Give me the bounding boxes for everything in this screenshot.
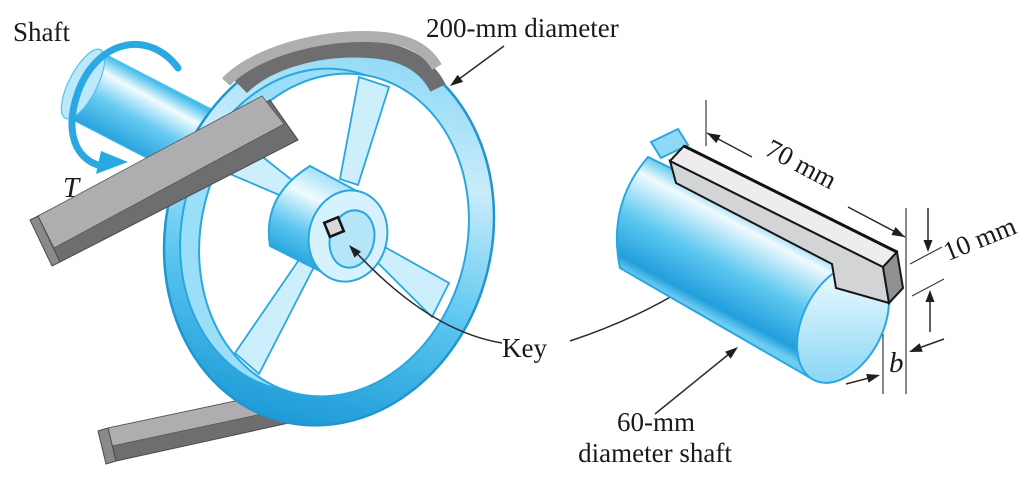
key-leader-left — [351, 247, 503, 344]
arrowhead-icon — [707, 133, 721, 144]
key-block — [668, 144, 905, 306]
belt-wrap-dark — [234, 40, 446, 94]
belt-wrap-light — [221, 31, 442, 86]
keyway-groove-wall — [649, 127, 690, 160]
dimension-10mm: 10 mm — [909, 208, 1020, 332]
pulley-diameter-arrow — [450, 45, 505, 86]
key-height-label: 10 mm — [939, 211, 1020, 267]
dimension-b: b — [845, 334, 945, 394]
arrowhead-icon — [925, 290, 935, 302]
torque-arrow — [68, 41, 182, 174]
keyway-square — [322, 215, 346, 239]
belt-top-run — [29, 31, 446, 267]
arrowhead-icon — [891, 227, 905, 237]
arrowhead-icon — [450, 74, 464, 86]
arrowhead-icon — [725, 347, 738, 359]
key-detail: 70 mm 10 mm b 60-mm diameter shaft — [578, 100, 1020, 468]
pulley — [162, 39, 496, 427]
pulley-diameter-label: 200-mm diameter — [426, 13, 619, 43]
belt-bottom-end-face — [97, 427, 117, 465]
torque-arrowhead-icon — [96, 151, 128, 174]
torque-label: T — [63, 172, 81, 204]
key-length-label: 70 mm — [761, 133, 842, 195]
arrowhead-icon — [866, 374, 880, 383]
belt-top-end-face — [29, 215, 61, 267]
shaft-60mm-callout: 60-mm diameter shaft — [578, 347, 738, 468]
key-end-face — [881, 249, 905, 306]
torque-arc — [68, 41, 182, 169]
key-far-edge — [683, 144, 898, 254]
shaft-label: Shaft — [13, 17, 70, 47]
pulley-spoke-top — [338, 75, 391, 187]
key-width-label: b — [889, 347, 904, 379]
shaft-60mm-label-line1: 60-mm — [617, 407, 695, 437]
pulley-assembly: Shaft T 200-mm diameter — [13, 13, 619, 465]
arrowhead-icon — [909, 343, 923, 352]
arrowhead-icon — [923, 240, 933, 252]
key-label: Key — [502, 333, 547, 363]
shaft-60mm-label-line2: diameter shaft — [578, 438, 732, 468]
arrowhead-icon — [349, 245, 361, 258]
